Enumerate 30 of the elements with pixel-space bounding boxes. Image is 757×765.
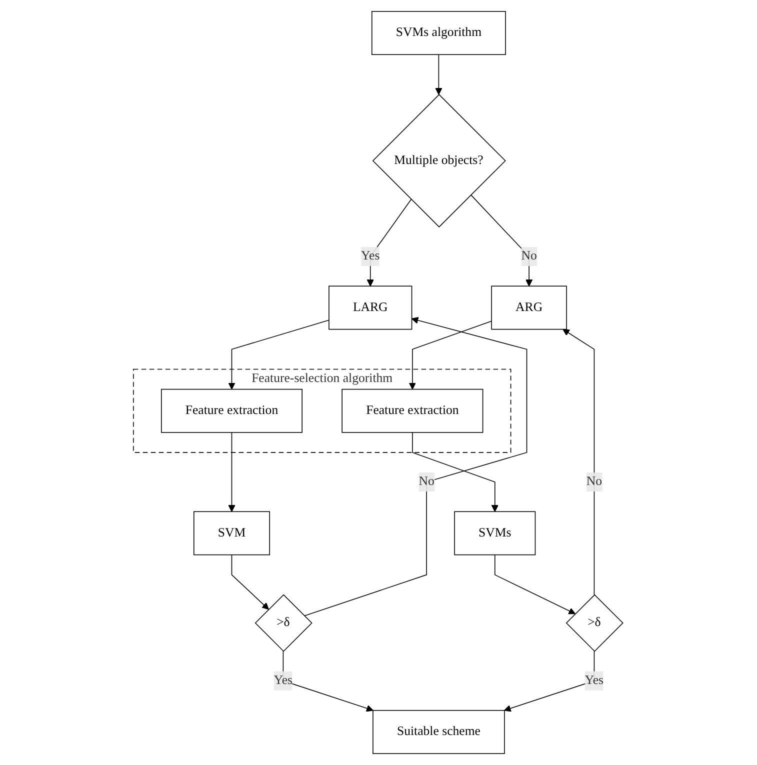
- arrow: [409, 320, 492, 390]
- edge-label: No: [419, 474, 435, 488]
- node-box: Feature extraction: [161, 388, 303, 433]
- node-box: ARG: [492, 286, 568, 330]
- arrow: [228, 432, 236, 512]
- edge-label: No: [586, 474, 602, 488]
- arrow: [367, 198, 412, 286]
- node-box: Feature extraction: [342, 388, 484, 433]
- node-diamond: >δ: [255, 594, 313, 652]
- arrow: [436, 54, 443, 95]
- edge-label: Yes: [361, 249, 380, 263]
- arrow: [283, 650, 374, 712]
- arrow: [470, 194, 533, 286]
- node-box: Suitable scheme: [372, 710, 506, 754]
- arrow: [562, 328, 595, 596]
- edge-label: Yes: [585, 674, 604, 688]
- edge-label: No: [522, 249, 538, 263]
- node-diamond: >δ: [566, 594, 624, 652]
- node-diamond: Multiple objects?: [372, 94, 506, 228]
- arrow: [304, 316, 528, 616]
- arrow: [494, 554, 576, 614]
- arrow: [412, 432, 499, 512]
- node-box: LARG: [328, 286, 413, 330]
- node-box: SVMs: [454, 511, 536, 556]
- arrow: [228, 320, 330, 390]
- arrow: [232, 554, 270, 610]
- node-box: SVMs algorithm: [372, 11, 506, 55]
- edge-label: Yes: [274, 674, 293, 688]
- node-box: SVM: [194, 511, 270, 556]
- arrow: [504, 650, 595, 712]
